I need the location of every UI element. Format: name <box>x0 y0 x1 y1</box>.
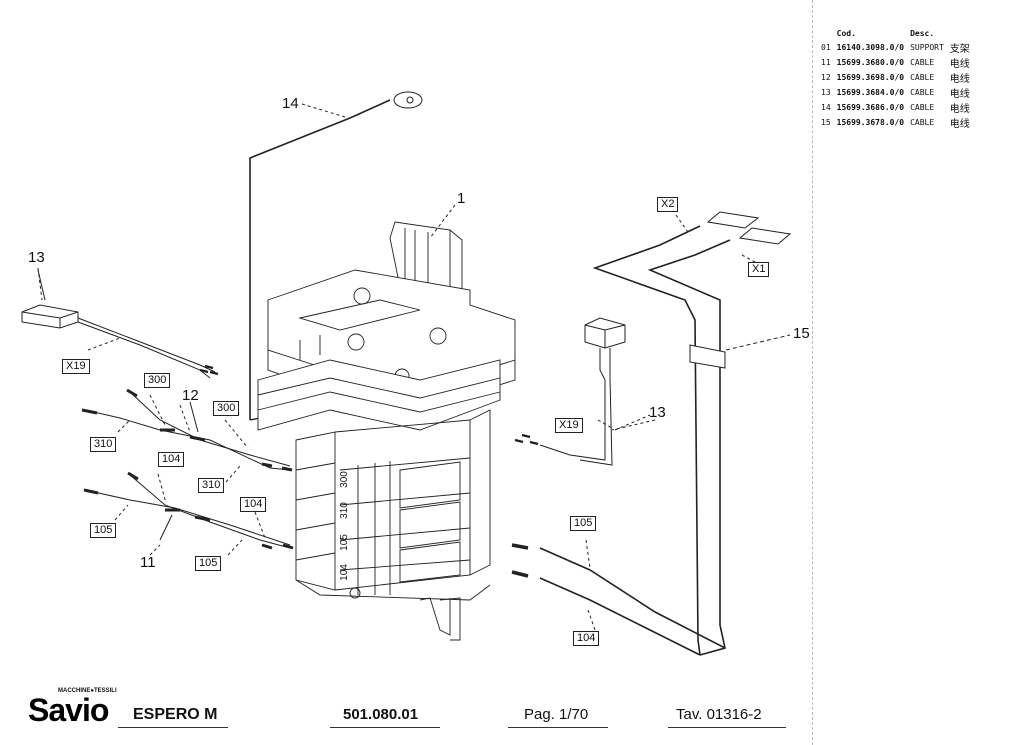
label-300-mid: 300 <box>213 401 240 416</box>
footer-underline-table <box>668 727 786 728</box>
row-pos: 01 <box>821 43 831 52</box>
table-row: 12 15699.3698.0/0 CABLE 电线 <box>818 70 973 85</box>
row-code: 15699.3680.0/0 <box>836 58 905 67</box>
row-pos: 12 <box>821 73 831 82</box>
terminal-310: 310 <box>338 502 350 519</box>
cable-13-left <box>21 269 219 379</box>
row-pos: 14 <box>821 103 831 112</box>
drawing-number: 501.080.01 <box>343 706 419 723</box>
row-desc: SUPPORT <box>910 43 944 52</box>
label-300-top: 300 <box>144 373 171 388</box>
label-104-top: 104 <box>158 452 185 467</box>
callout-15: 15 <box>793 325 810 342</box>
row-desc-cn: 支架 <box>949 44 970 55</box>
row-desc-cn: 电线 <box>949 89 970 100</box>
callout-13-left: 13 <box>28 249 45 266</box>
label-105-right: 105 <box>570 516 597 531</box>
row-desc: CABLE <box>910 73 935 82</box>
row-code: 15699.3684.0/0 <box>836 88 905 97</box>
label-310-left: 310 <box>90 437 117 452</box>
terminal-104: 104 <box>338 564 350 581</box>
brand-tagline: MACCHINE●TESSILI <box>58 688 117 694</box>
callout-11: 11 <box>140 554 156 571</box>
row-pos: 15 <box>821 118 831 127</box>
row-desc: CABLE <box>910 118 935 127</box>
savio-logo: MACCHINE●TESSILI Savio <box>28 688 117 728</box>
wire-bundle-12 <box>81 388 293 483</box>
label-105-left: 105 <box>90 523 117 538</box>
footer-underline-model <box>118 727 228 728</box>
label-x19-left: X19 <box>62 359 90 374</box>
table-row: 13 15699.3684.0/0 CABLE 电线 <box>818 85 973 100</box>
cable-14 <box>249 91 423 421</box>
terminal-300: 300 <box>338 471 350 488</box>
table-row: 14 15699.3686.0/0 CABLE 电线 <box>818 100 973 115</box>
brand-wordmark: Savio <box>28 692 109 728</box>
parts-list-separator <box>812 0 813 745</box>
row-desc: CABLE <box>910 88 935 97</box>
cable-13-right <box>514 317 651 466</box>
label-104-bottom: 104 <box>573 631 600 646</box>
row-code: 15699.3686.0/0 <box>836 103 905 112</box>
support-assembly <box>257 221 516 641</box>
row-code: 15699.3678.0/0 <box>836 118 905 127</box>
label-x2: X2 <box>657 197 679 212</box>
parts-list-header: Cod. Desc. <box>818 27 973 40</box>
parts-list-table: Cod. Desc. 01 16140.3098.0/0 SUPPORT 支架 … <box>818 27 973 130</box>
table-reference: Tav. 01316-2 <box>676 706 762 723</box>
page-number: Pag. 1/70 <box>524 706 589 723</box>
row-desc: CABLE <box>910 58 935 67</box>
label-310-mid: 310 <box>198 478 225 493</box>
row-pos: 11 <box>821 58 831 67</box>
row-desc-cn: 电线 <box>949 104 970 115</box>
row-pos: 13 <box>821 88 831 97</box>
row-code: 15699.3698.0/0 <box>836 73 905 82</box>
row-desc: CABLE <box>910 103 935 112</box>
table-row: 11 15699.3680.0/0 CABLE 电线 <box>818 55 973 70</box>
footer-underline-drawing <box>330 727 440 728</box>
callout-13-right: 13 <box>649 404 666 421</box>
row-code: 16140.3098.0/0 <box>836 43 905 52</box>
label-104-mid: 104 <box>240 497 267 512</box>
model-name: ESPERO M <box>133 706 218 723</box>
header-code: Cod. <box>836 29 856 38</box>
label-x1: X1 <box>748 262 770 277</box>
terminal-105: 105 <box>338 534 350 551</box>
label-x19-right: X19 <box>555 418 583 433</box>
cable-15 <box>592 211 792 656</box>
table-row: 15 15699.3678.0/0 CABLE 电线 <box>818 115 973 130</box>
cables-105-104-right <box>511 539 726 656</box>
header-desc: Desc. <box>910 29 935 38</box>
callout-12: 12 <box>182 387 199 404</box>
callout-1: 1 <box>457 190 466 207</box>
callout-14: 14 <box>282 95 299 112</box>
row-desc-cn: 电线 <box>949 59 970 70</box>
footer-underline-page <box>508 727 608 728</box>
table-row: 01 16140.3098.0/0 SUPPORT 支架 <box>818 40 973 55</box>
row-desc-cn: 电线 <box>949 74 970 85</box>
callout-leaders <box>37 204 656 556</box>
row-desc-cn: 电线 <box>949 119 970 130</box>
wire-bundle-11 <box>83 471 294 556</box>
label-105-bottom: 105 <box>195 556 222 571</box>
